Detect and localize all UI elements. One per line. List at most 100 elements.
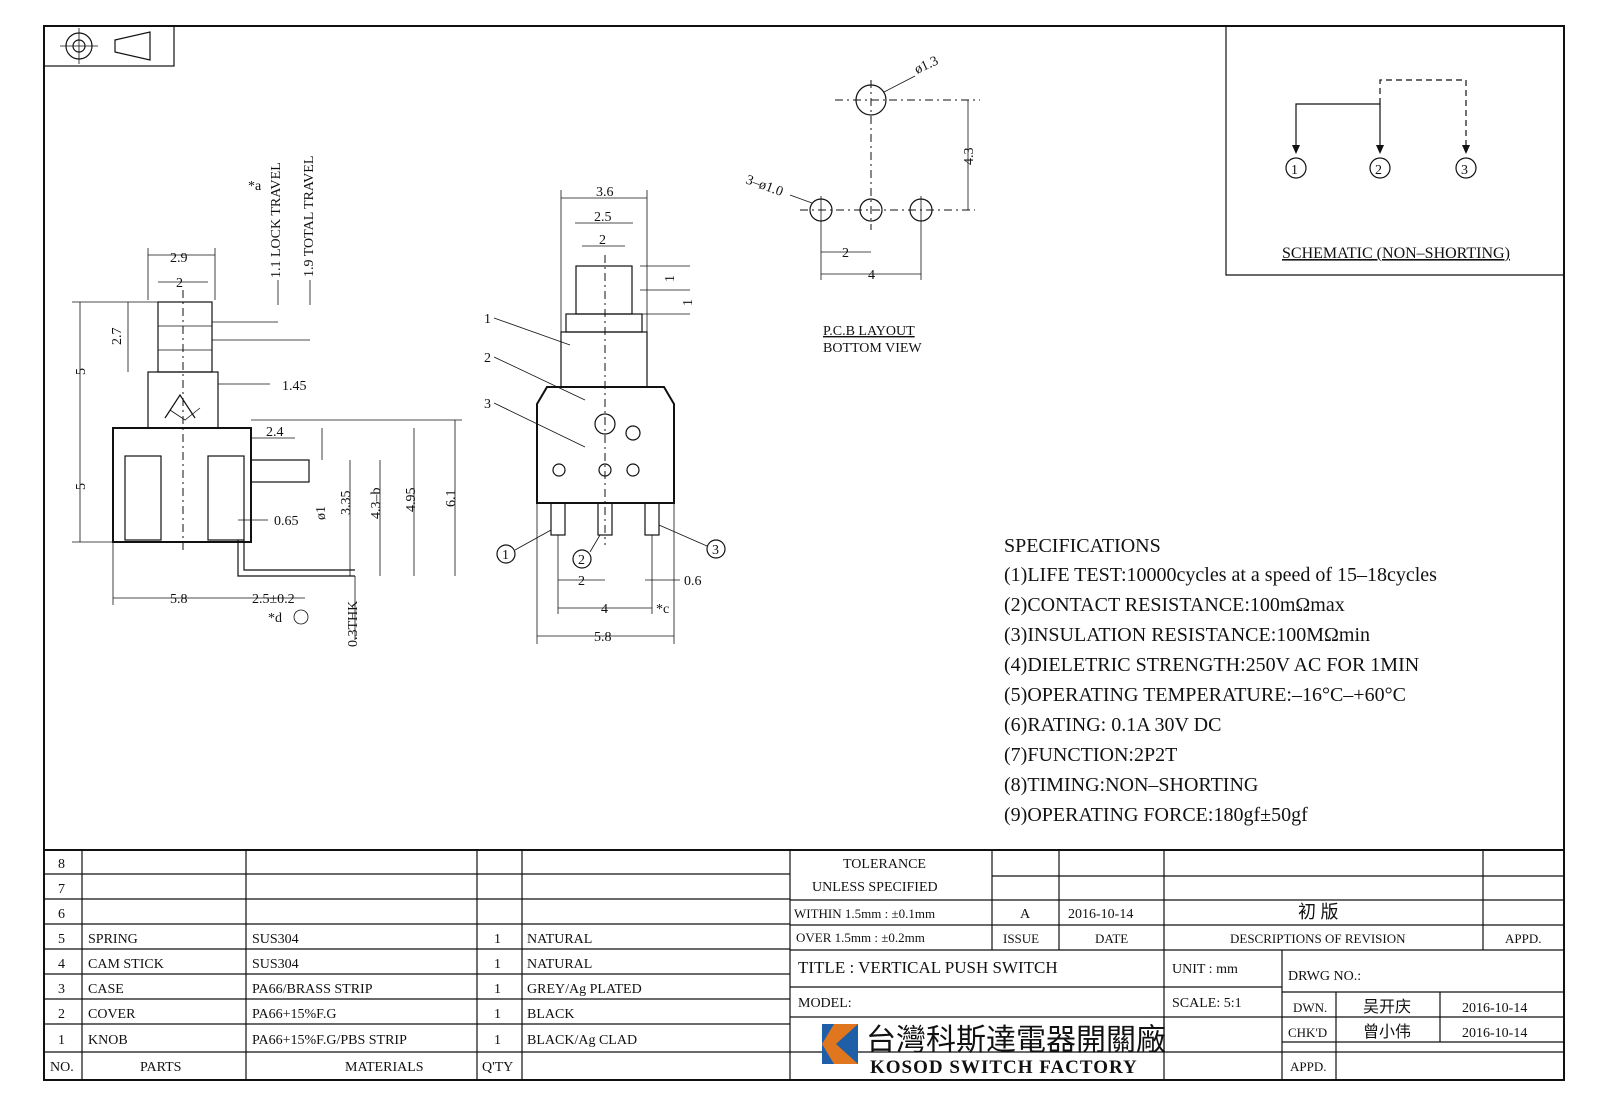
dim-6.1: 6.1 [444, 490, 459, 508]
svg-text:NATURAL: NATURAL [527, 932, 592, 947]
dim-0.3thk: 0.3THK [346, 601, 361, 647]
date-value: 2016-10-14 [1068, 907, 1133, 922]
schematic-box: 1 2 3 SCHEMATIC (NON–SHORTING) [1225, 26, 1564, 276]
scale-label: SCALE: 5:1 [1172, 996, 1242, 1011]
dim-2-front: 2 [599, 233, 606, 248]
svg-text:GREY/Ag PLATED: GREY/Ag PLATED [527, 982, 642, 997]
pcb-layout-title: P.C.B LAYOUT [823, 324, 915, 339]
svg-text:PA66+15%F.G/PBS STRIP: PA66+15%F.G/PBS STRIP [252, 1033, 407, 1048]
tolerance-within: WITHIN 1.5mm : ±0.1mm [794, 906, 935, 921]
svg-text:3: 3 [58, 982, 65, 997]
schematic-pin-2-icon [1369, 157, 1391, 179]
projection-symbol-icon [43, 25, 175, 67]
svg-text:SPRING: SPRING [88, 932, 138, 947]
svg-text:PA66/BRASS STRIP: PA66/BRASS STRIP [252, 982, 373, 997]
bom-header-qty: Q'TY [482, 1060, 513, 1075]
dim-4-pcb: 4 [868, 268, 875, 283]
appd-label: APPD. [1505, 931, 1542, 946]
dim-1.45: 1.45 [282, 379, 307, 394]
svg-text:3: 3 [1461, 163, 1468, 178]
drwg-no-label: DRWG NO.: [1288, 969, 1361, 984]
bom-row: 1 KNOB PA66+15%F.G/PBS STRIP 1 BLACK/Ag … [58, 1033, 637, 1048]
svg-text:8: 8 [58, 857, 65, 872]
spec-item: (4)DIELETRIC STRENGTH:250V AC FOR 1MIN [1004, 654, 1419, 676]
svg-text:1: 1 [1291, 163, 1298, 178]
dim-5-bottom: 5 [74, 483, 89, 490]
dwn-name: 吴开庆 [1363, 998, 1411, 1016]
drawing-title: TITLE : VERTICAL PUSH SWITCH [798, 958, 1058, 977]
dim-4.3-pcb: 4.3 [962, 148, 977, 166]
lock-travel-label: 1.1 LOCK TRAVEL [269, 162, 284, 278]
bom-header-no: NO. [50, 1060, 74, 1075]
chkd-date: 2016-10-14 [1462, 1026, 1527, 1041]
bom-row: 2 COVER PA66+15%F.G 1 BLACK [58, 1007, 574, 1022]
dim-3-holes: 3–ø1.0 [744, 173, 785, 200]
bom-header-parts: PARTS [140, 1060, 181, 1075]
svg-text:BLACK/Ag CLAD: BLACK/Ag CLAD [527, 1033, 637, 1048]
svg-text:CAM STICK: CAM STICK [88, 957, 164, 972]
tolerance-label: TOLERANCE [843, 857, 926, 872]
dim-2-pins: 2 [578, 574, 585, 589]
front-view: 3.6 2.5 2 1 1 1 2 3 1 2 3 2 0.6 4 *c [484, 185, 726, 645]
svg-text:1: 1 [502, 548, 509, 563]
revision-desc: 初 版 [1298, 902, 1339, 922]
lead-label-3: 3 [484, 397, 491, 412]
star-a-label: *a [248, 179, 262, 194]
chkd-label: CHK'D [1288, 1025, 1327, 1040]
model-label: MODEL: [798, 996, 852, 1011]
company-logo-icon [822, 1024, 858, 1064]
spec-item: (8)TIMING:NON–SHORTING [1004, 774, 1258, 796]
title-block: TOLERANCE UNLESS SPECIFIED WITHIN 1.5mm … [790, 850, 1564, 1080]
dim-2.5: 2.5±0.2 [252, 592, 295, 607]
dwn-date: 2016-10-14 [1462, 1001, 1527, 1016]
dim-4.3-b: 4.3–b [369, 488, 384, 520]
dim-2-pcb: 2 [842, 246, 849, 261]
circle-1-icon [293, 609, 309, 625]
dim-2.5-front: 2.5 [594, 210, 612, 225]
dim-3.35: 3.35 [339, 491, 354, 516]
lead-label-1: 1 [484, 312, 491, 327]
svg-text:1: 1 [494, 932, 501, 947]
dim-2.4: 2.4 [266, 425, 284, 440]
issue-label: ISSUE [1003, 931, 1039, 946]
lead-label-2: 2 [484, 351, 491, 366]
svg-text:NATURAL: NATURAL [527, 957, 592, 972]
svg-text:KNOB: KNOB [88, 1033, 128, 1048]
pcb-bottom-view: BOTTOM VIEW [823, 341, 922, 356]
specifications: SPECIFICATIONS (1)LIFE TEST:10000cycles … [1004, 535, 1437, 826]
spec-item: (7)FUNCTION:2P2T [1004, 744, 1177, 766]
pcb-layout: ø1.3 3–ø1.0 4.3 2 4 P.C.B LAYOUT BOTTOM … [744, 54, 980, 356]
dim-phi1.3: ø1.3 [912, 54, 941, 78]
pin-1-marker-icon [496, 544, 516, 564]
svg-text:COVER: COVER [88, 1007, 136, 1022]
spec-item: (3)INSULATION RESISTANCE:100MΩmin [1004, 624, 1370, 646]
svg-text:1: 1 [494, 957, 501, 972]
svg-text:BLACK: BLACK [527, 1007, 574, 1022]
spec-item: (1)LIFE TEST:10000cycles at a speed of 1… [1004, 564, 1437, 586]
dim-0.65: 0.65 [274, 514, 299, 529]
desc-label: DESCRIPTIONS OF REVISION [1230, 931, 1406, 946]
svg-text:7: 7 [58, 882, 65, 897]
star-c-label: *c [656, 602, 669, 617]
appd2-label: APPD. [1290, 1059, 1327, 1074]
total-travel-label: 1.9 TOTAL TRAVEL [302, 156, 317, 277]
dim-5.8-front: 5.8 [594, 630, 612, 645]
company-name-en: KOSOD SWITCH FACTORY [870, 1057, 1138, 1078]
bom-header-materials: MATERIALS [345, 1060, 424, 1075]
dim-4.95: 4.95 [404, 488, 419, 513]
svg-text:2: 2 [578, 553, 585, 568]
chkd-name: 曾小伟 [1363, 1023, 1411, 1041]
schematic-label: SCHEMATIC (NON–SHORTING) [1282, 245, 1510, 262]
svg-text:CASE: CASE [88, 982, 124, 997]
spec-item: (5)OPERATING TEMPERATURE:–16°C–+60°C [1004, 684, 1406, 706]
svg-text:PA66+15%F.G: PA66+15%F.G [252, 1007, 336, 1022]
schematic-pin-3-icon [1455, 157, 1477, 179]
issue-value: A [1020, 907, 1031, 922]
company-name-cn: 台灣科斯達電器開關廠 [866, 1024, 1166, 1057]
svg-text:2: 2 [58, 1007, 65, 1022]
tolerance-unless: UNLESS SPECIFIED [812, 880, 938, 895]
svg-text:1: 1 [494, 1007, 501, 1022]
svg-text:2: 2 [1375, 163, 1382, 178]
dim-2.7: 2.7 [110, 328, 125, 346]
svg-text:4: 4 [58, 957, 65, 972]
